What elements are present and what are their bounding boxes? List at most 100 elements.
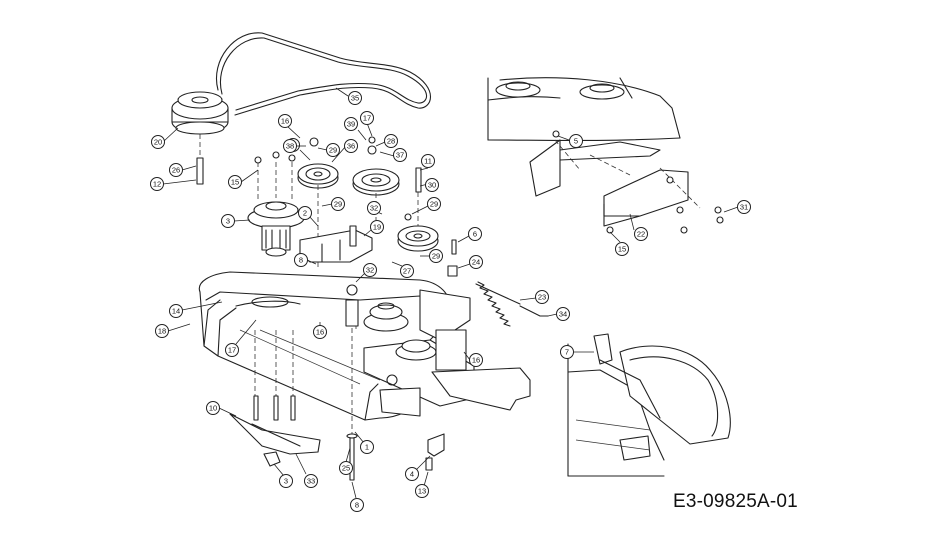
callout-c26: 26: [169, 163, 197, 177]
callout-label: 29: [432, 252, 440, 261]
callout-label: 8: [355, 501, 359, 510]
cutting-blade: [229, 395, 321, 467]
callout-label: 35: [351, 94, 359, 103]
callout-label: 12: [153, 180, 161, 189]
callout-c37: 37: [379, 148, 407, 162]
callout-label: 29: [430, 200, 438, 209]
callout-label: 6: [473, 230, 477, 239]
callout-c10: 10: [206, 401, 237, 417]
drive-belt: [216, 32, 431, 116]
callout-label: 26: [172, 166, 180, 175]
spindle-assembly-left: [247, 151, 305, 257]
callout-c16b: 16: [313, 322, 327, 339]
spindle-assembly-right: [363, 329, 531, 417]
callout-c22: 22: [629, 213, 648, 241]
callout-label: 14: [172, 307, 180, 316]
callout-label: 5: [574, 137, 578, 146]
callout-label: 22: [637, 230, 645, 239]
callout-label: 39: [347, 120, 355, 129]
callout-c38: 38: [283, 139, 306, 153]
callout-c8b: 8: [350, 481, 364, 512]
callout-c29c: 29: [411, 197, 441, 215]
electric-clutch: [171, 91, 229, 185]
callout-label: 7: [565, 348, 569, 357]
callout-c15b: 15: [609, 231, 629, 256]
callout-label: 32: [370, 204, 378, 213]
callout-c7: 7: [560, 345, 594, 359]
callout-c8a: 8: [294, 253, 317, 267]
callout-c15a: 15: [228, 169, 259, 189]
callout-label: 27: [403, 267, 411, 276]
callout-label: 16: [316, 328, 324, 337]
callout-c17a: 17: [360, 111, 374, 137]
callout-label: 15: [618, 245, 626, 254]
callout-c11: 11: [419, 154, 435, 171]
callout-c29a: 29: [317, 143, 340, 157]
callout-label: 17: [363, 114, 371, 123]
callout-c17b: 17: [225, 319, 257, 357]
callout-label: 2: [303, 209, 307, 218]
callout-c5: 5: [557, 134, 583, 148]
callout-label: 29: [334, 200, 342, 209]
callout-label: 25: [342, 464, 350, 473]
callout-label: 4: [410, 470, 414, 479]
inset-front-baffle: [487, 77, 724, 234]
callout-label: 34: [559, 310, 567, 319]
idler-pulleys: [297, 136, 439, 252]
callout-c20: 20: [151, 127, 179, 149]
callout-c25: 25: [339, 447, 353, 475]
callout-label: 15: [231, 178, 239, 187]
callout-c29d: 29: [420, 249, 443, 263]
callout-label: 32: [366, 266, 374, 275]
callout-label: 28: [387, 137, 395, 146]
callout-c12: 12: [150, 177, 197, 191]
callout-label: 16: [281, 117, 289, 126]
callout-c31: 31: [723, 200, 751, 214]
callout-label: 30: [428, 181, 436, 190]
callout-c23: 23: [519, 290, 549, 304]
callout-label: 18: [158, 327, 166, 336]
callout-label: 31: [740, 203, 748, 212]
callout-c28: 28: [375, 134, 398, 148]
callout-c32b: 32: [355, 263, 377, 283]
callout-label: 36: [347, 142, 355, 151]
callout-c39: 39: [344, 117, 367, 141]
spindle-assembly-center: [345, 284, 409, 332]
callout-c18: 18: [155, 323, 191, 338]
callout-c4: 4: [405, 455, 431, 481]
callout-c36a: 36: [331, 139, 358, 163]
callout-label: 13: [418, 487, 426, 496]
callout-c24: 24: [457, 255, 483, 269]
callout-c27: 27: [391, 261, 414, 278]
callout-c13: 13: [415, 471, 429, 498]
callout-c30: 30: [419, 178, 439, 192]
deck-pins: [346, 433, 445, 481]
callout-c19: 19: [363, 220, 384, 237]
callout-label: 1: [365, 443, 369, 452]
callout-c16c: 16: [463, 351, 483, 367]
callout-label: 3: [284, 477, 288, 486]
callout-c14: 14: [169, 301, 223, 318]
callout-label: 24: [472, 258, 480, 267]
callout-c35: 35: [335, 87, 362, 105]
callout-label: 19: [373, 223, 381, 232]
callout-label: 17: [228, 346, 236, 355]
callout-label: 23: [538, 293, 546, 302]
callout-c2: 2: [298, 206, 319, 227]
callout-c16a: 16: [278, 114, 301, 139]
callout-c1: 1: [354, 431, 374, 454]
callout-label: 20: [154, 138, 162, 147]
document-code: E3-09825A-01: [673, 491, 798, 512]
callout-label: 38: [286, 142, 294, 151]
callout-c6: 6: [457, 227, 482, 243]
callout-c34: 34: [547, 307, 570, 321]
callout-c29b: 29: [321, 197, 345, 211]
callout-c3b: 3: [273, 463, 293, 488]
callout-label: 37: [396, 151, 404, 160]
callout-label: 10: [209, 404, 217, 413]
callout-label: 33: [307, 477, 315, 486]
callout-c3a: 3: [221, 214, 251, 228]
tension-spring: [447, 239, 549, 327]
callout-label: 29: [329, 146, 337, 155]
